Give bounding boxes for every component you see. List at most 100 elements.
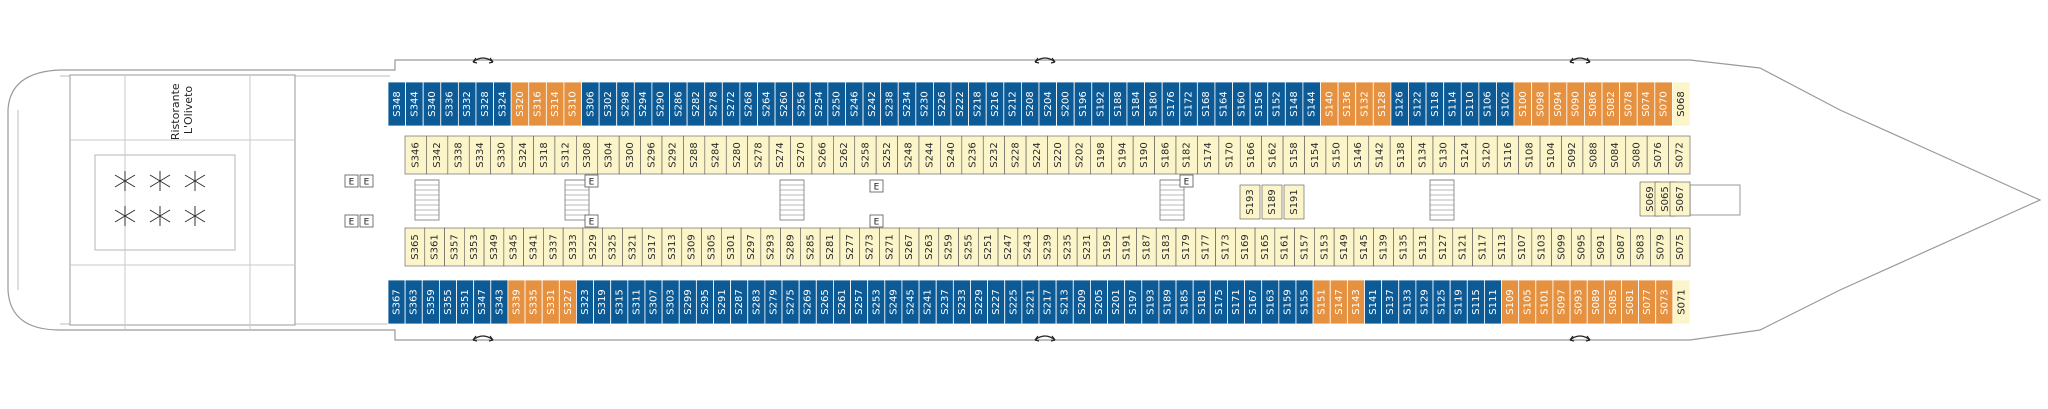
cabin-s165[interactable]: S165 (1254, 227, 1276, 267)
cabin-s100[interactable]: S100 (1513, 81, 1533, 127)
cabin-s197[interactable]: S197 (1124, 279, 1143, 325)
cabin-s209[interactable]: S209 (1072, 279, 1091, 325)
cabin-s270[interactable]: S270 (790, 135, 813, 175)
cabin-s332[interactable]: S332 (457, 81, 477, 127)
cabin-s149[interactable]: S149 (1333, 227, 1355, 267)
cabin-s307[interactable]: S307 (644, 279, 663, 325)
cabin-s193[interactable]: S193 (1239, 184, 1261, 220)
cabin-s072[interactable]: S072 (1668, 135, 1691, 175)
cabin-s309[interactable]: S309 (681, 227, 702, 267)
cabin-s296[interactable]: S296 (640, 135, 663, 175)
cabin-s101[interactable]: S101 (1535, 279, 1554, 325)
cabin-s094[interactable]: S094 (1548, 81, 1568, 127)
cabin-s249[interactable]: S249 (884, 279, 903, 325)
cabin-s195[interactable]: S195 (1096, 227, 1117, 267)
cabin-s080[interactable]: S080 (1625, 135, 1648, 175)
cabin-s365[interactable]: S365 (404, 227, 426, 267)
cabin-s281[interactable]: S281 (819, 227, 841, 267)
cabin-s154[interactable]: S154 (1304, 135, 1327, 175)
cabin-s142[interactable]: S142 (1368, 135, 1391, 175)
cabin-s263[interactable]: S263 (918, 227, 940, 267)
cabin-s095[interactable]: S095 (1571, 227, 1592, 267)
cabin-s144[interactable]: S144 (1302, 81, 1321, 127)
cabin-s355[interactable]: S355 (438, 279, 457, 325)
cabin-s343[interactable]: S343 (490, 279, 509, 325)
cabin-s317[interactable]: S317 (641, 227, 663, 267)
cabin-s130[interactable]: S130 (1432, 135, 1455, 175)
cabin-s137[interactable]: S137 (1381, 279, 1400, 325)
cabin-s122[interactable]: S122 (1408, 81, 1427, 127)
cabin-s324[interactable]: S324 (511, 135, 534, 175)
cabin-s077[interactable]: S077 (1638, 279, 1657, 325)
cabin-s277[interactable]: S277 (839, 227, 860, 267)
cabin-s191[interactable]: S191 (1116, 227, 1137, 267)
cabin-s111[interactable]: S111 (1484, 279, 1502, 325)
cabin-s198[interactable]: S198 (1090, 135, 1113, 175)
cabin-s335[interactable]: S335 (524, 279, 543, 325)
cabin-s185[interactable]: S185 (1175, 279, 1194, 325)
cabin-s262[interactable]: S262 (833, 135, 856, 175)
cabin-s143[interactable]: S143 (1346, 279, 1365, 325)
cabin-s070[interactable]: S070 (1654, 81, 1673, 127)
cabin-s279[interactable]: S279 (764, 279, 783, 325)
cabin-s278[interactable]: S278 (747, 135, 770, 175)
cabin-s175[interactable]: S175 (1209, 279, 1228, 325)
cabin-s078[interactable]: S078 (1619, 81, 1638, 127)
cabin-s110[interactable]: S110 (1460, 81, 1480, 127)
cabin-s191[interactable]: S191 (1283, 184, 1305, 220)
cabin-s151[interactable]: S151 (1312, 279, 1331, 325)
cabin-s321[interactable]: S321 (622, 227, 643, 267)
cabin-s163[interactable]: S163 (1261, 279, 1280, 325)
cabin-s136[interactable]: S136 (1337, 81, 1357, 127)
cabin-s189[interactable]: S189 (1158, 279, 1177, 325)
cabin-s274[interactable]: S274 (768, 135, 791, 175)
cabin-s341[interactable]: S341 (523, 227, 544, 267)
cabin-s244[interactable]: S244 (918, 135, 941, 175)
cabin-s204[interactable]: S204 (1038, 81, 1057, 127)
cabin-s311[interactable]: S311 (627, 279, 646, 325)
cabin-s312[interactable]: S312 (554, 135, 577, 175)
cabin-s265[interactable]: S265 (815, 279, 834, 325)
cabin-s115[interactable]: S115 (1466, 279, 1485, 325)
cabin-s353[interactable]: S353 (464, 227, 485, 267)
cabin-s323[interactable]: S323 (576, 279, 594, 325)
cabin-s344[interactable]: S344 (405, 81, 424, 127)
cabin-s073[interactable]: S073 (1655, 279, 1674, 325)
cabin-s308[interactable]: S308 (576, 135, 599, 175)
cabin-s226[interactable]: S226 (933, 81, 952, 127)
cabin-s075[interactable]: S075 (1669, 227, 1691, 267)
cabin-s134[interactable]: S134 (1411, 135, 1434, 175)
cabin-s227[interactable]: S227 (987, 279, 1006, 325)
cabin-s220[interactable]: S220 (1047, 135, 1070, 175)
cabin-s290[interactable]: S290 (651, 81, 670, 127)
cabin-s359[interactable]: S359 (421, 279, 440, 325)
cabin-s302[interactable]: S302 (598, 81, 618, 127)
cabin-s305[interactable]: S305 (701, 227, 722, 267)
cabin-s083[interactable]: S083 (1630, 227, 1651, 267)
cabin-s299[interactable]: S299 (678, 279, 697, 325)
cabin-s363[interactable]: S363 (404, 279, 423, 325)
cabin-s295[interactable]: S295 (695, 279, 714, 325)
cabin-s251[interactable]: S251 (978, 227, 999, 267)
cabin-s340[interactable]: S340 (422, 81, 442, 127)
cabin-s230[interactable]: S230 (915, 81, 934, 127)
cabin-s181[interactable]: S181 (1192, 279, 1211, 325)
cabin-s108[interactable]: S108 (1518, 135, 1541, 175)
cabin-s278[interactable]: S278 (704, 81, 723, 127)
cabin-s216[interactable]: S216 (985, 81, 1005, 127)
cabin-s269[interactable]: S269 (798, 279, 817, 325)
cabin-s102[interactable]: S102 (1496, 81, 1515, 127)
cabin-s119[interactable]: S119 (1449, 279, 1468, 325)
cabin-s158[interactable]: S158 (1282, 135, 1305, 175)
cabin-s301[interactable]: S301 (721, 227, 742, 267)
cabin-s231[interactable]: S231 (1076, 227, 1098, 267)
cabin-s192[interactable]: S192 (1091, 81, 1110, 127)
cabin-s166[interactable]: S166 (1239, 135, 1262, 175)
cabin-s330[interactable]: S330 (490, 135, 513, 175)
cabin-s315[interactable]: S315 (610, 279, 629, 325)
cabin-s361[interactable]: S361 (424, 227, 445, 267)
cabin-s254[interactable]: S254 (809, 81, 829, 127)
cabin-s079[interactable]: S079 (1650, 227, 1671, 267)
cabin-s173[interactable]: S173 (1215, 227, 1236, 267)
cabin-s349[interactable]: S349 (483, 227, 505, 267)
